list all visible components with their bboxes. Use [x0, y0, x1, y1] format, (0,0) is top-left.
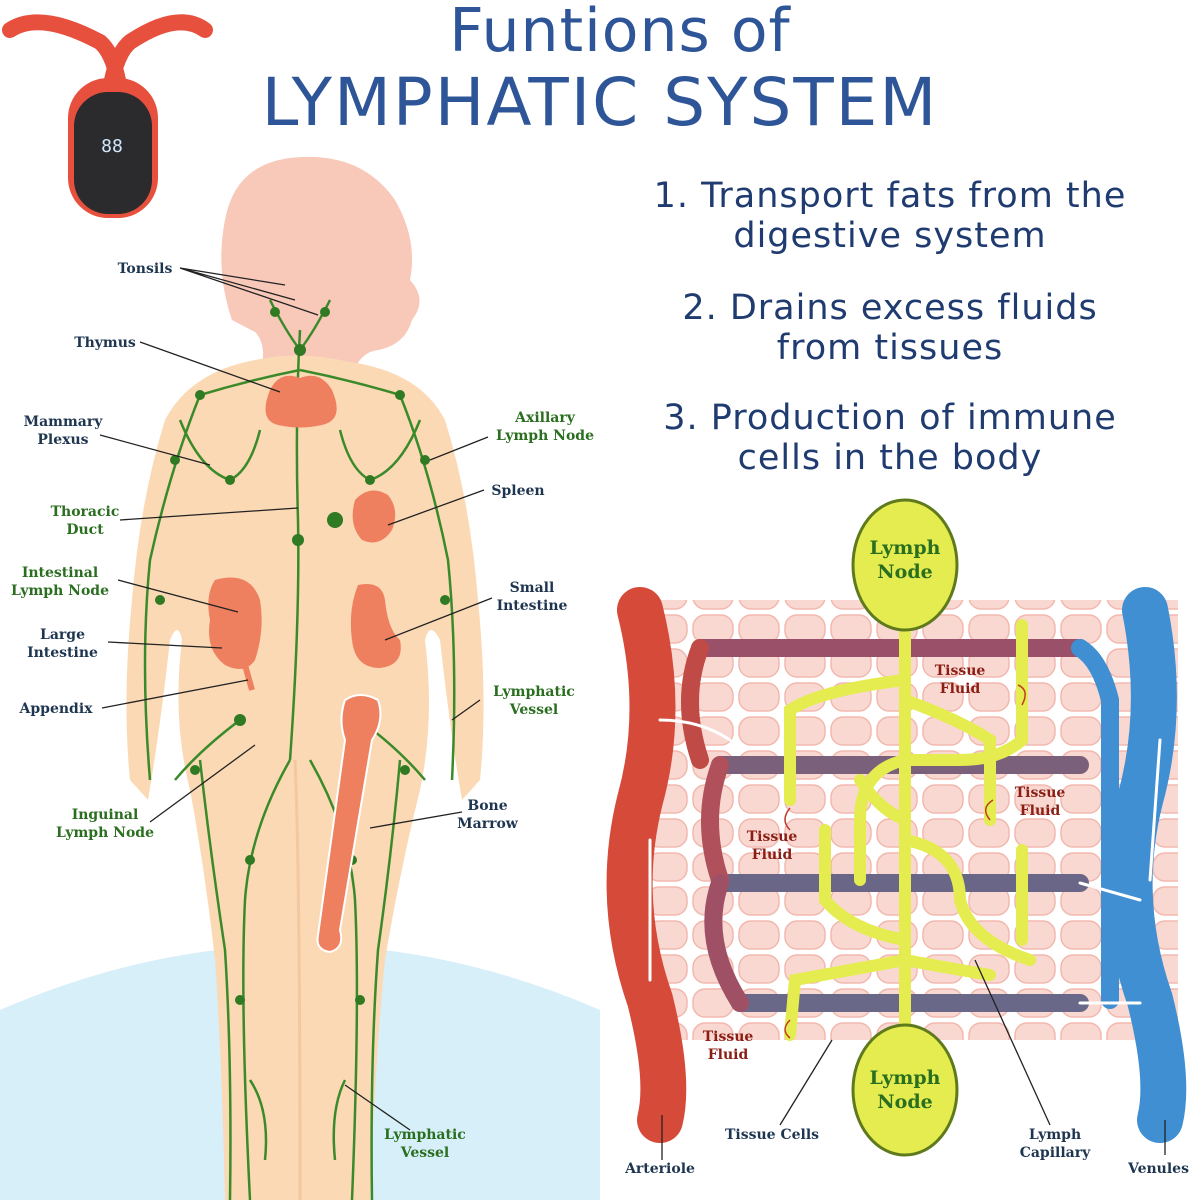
label-tissue-fluid-4: Tissue Fluid	[702, 1029, 754, 1063]
lymph-node-top	[851, 498, 959, 632]
body-figure	[0, 156, 600, 1200]
label-lymph-capillary: Lymph Capillary	[1019, 1127, 1091, 1161]
label-intestinal-lymph-node: Intestinal Lymph Node	[11, 565, 109, 599]
function-2-line-1: 2. Drains excess fluids	[682, 288, 1098, 328]
label-venules: Venules	[1128, 1161, 1189, 1177]
label-lymphatic-vessel-right: Lymphatic Vessel	[493, 684, 575, 718]
function-1-line-1: 1. Transport fats from the	[653, 176, 1127, 216]
label-tissue-fluid-2: Tissue Fluid	[1014, 785, 1066, 819]
bone-marrow-organ	[316, 694, 382, 954]
lymph-node-bottom	[851, 1023, 959, 1157]
function-3-line-2: cells in the body	[737, 438, 1043, 478]
appendix-organ	[242, 664, 255, 691]
label-spleen: Spleen	[491, 483, 545, 499]
flow-arrows	[648, 718, 1162, 1005]
capillary-diagram	[606, 498, 1187, 1157]
label-tissue-fluid-3: Tissue Fluid	[746, 829, 798, 863]
function-3-line-1: 3. Production of immune	[663, 398, 1117, 438]
spleen-organ	[352, 490, 396, 543]
label-tissue-fluid-1: Tissue Fluid	[934, 663, 986, 697]
body-leader-lines	[99, 267, 493, 1131]
label-thymus: Thymus	[74, 335, 136, 351]
label-inguinal-lymph-node: Inguinal Lymph Node	[56, 807, 154, 841]
label-mammary-plexus: Mammary Plexus	[23, 414, 103, 448]
tissue-fluid-arrows	[784, 684, 1026, 1039]
label-large-intestine: Large Intestine	[27, 627, 98, 661]
capillary-leader-lines	[661, 959, 1166, 1160]
venule-vessel	[1106, 587, 1187, 1143]
label-thoracic-duct: Thoracic Duct	[50, 504, 120, 538]
large-intestine-organ	[208, 577, 262, 669]
thymus-organ	[265, 375, 337, 428]
lymph-capillary-network	[784, 614, 1036, 1076]
function-2: 2. Drains excess fluids from tissues	[580, 288, 1200, 368]
small-intestine-organ	[350, 584, 401, 668]
label-appendix: Appendix	[19, 701, 93, 717]
function-1: 1. Transport fats from the digestive sys…	[580, 176, 1200, 256]
label-tonsils: Tonsils	[117, 261, 173, 277]
label-lymphatic-vessel-bottom: Lymphatic Vessel	[384, 1127, 466, 1161]
label-axillary-lymph-node: Axillary Lymph Node	[496, 410, 594, 444]
label-tissue-cells: Tissue Cells	[724, 1127, 820, 1143]
neck-device-icon: 88	[2, 14, 213, 218]
arteriole-vessel	[606, 587, 687, 1143]
label-bone-marrow: Bone Marrow	[457, 798, 518, 832]
function-2-line-2: from tissues	[776, 328, 1004, 368]
function-3: 3. Production of immune cells in the bod…	[580, 398, 1200, 478]
label-small-intestine: Small Intestine	[496, 580, 568, 614]
title-line-1: Funtions of	[449, 0, 791, 66]
device-display: 88	[101, 136, 123, 157]
title-line-2: LYMPHATIC SYSTEM	[261, 64, 939, 141]
label-arteriole: Arteriole	[625, 1161, 695, 1177]
function-1-line-2: digestive system	[733, 216, 1047, 256]
label-lymph-node-top: Lymph Node	[869, 537, 941, 583]
label-lymph-node-bottom: Lymph Node	[869, 1067, 941, 1113]
